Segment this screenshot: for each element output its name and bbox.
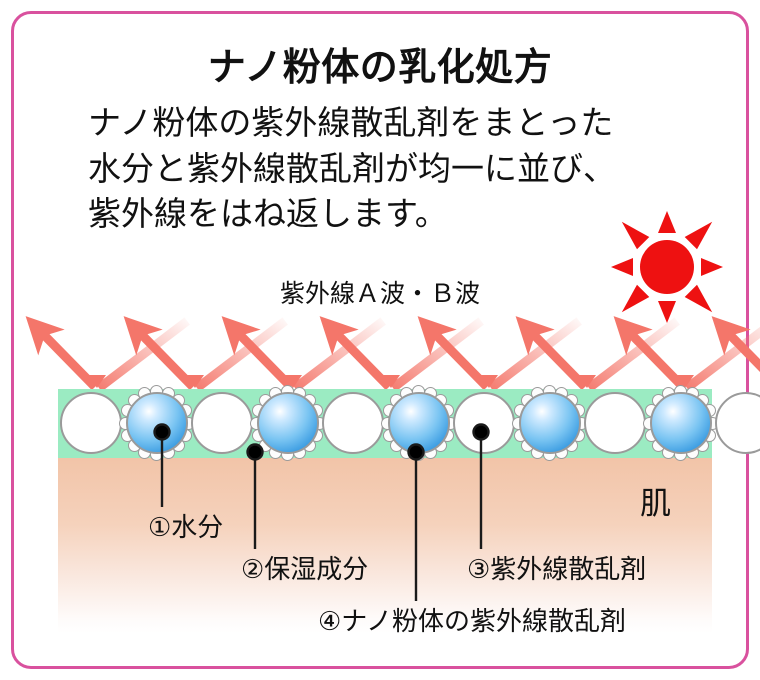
reflected-uv-ray — [221, 316, 295, 391]
description-line-2: 水分と紫外線散乱剤が均一に並び、 — [88, 148, 616, 188]
uv-ray-label: 紫外線Ａ波・Ｂ波 — [279, 279, 480, 308]
callout-label-uv-scatterer: ③紫外線散乱剤 — [467, 555, 647, 585]
reflected-uv-ray — [711, 316, 760, 372]
uv-scatterer-particle — [256, 392, 319, 454]
water-droplet-particle — [453, 392, 515, 454]
water-droplet-particle — [191, 392, 253, 454]
description-line-3: 紫外線をはね返します。 — [88, 194, 448, 234]
callout-label-moisturizer: ②保湿成分 — [241, 555, 369, 585]
callout-label-nano-uv-scatterer: ④ナノ粉体の紫外線散乱剤 — [318, 607, 627, 637]
uv-scatterer-particle — [649, 392, 712, 454]
reflected-uv-ray — [613, 316, 687, 391]
page-title: ナノ粉体の乳化処方 — [207, 45, 553, 89]
skin-layer — [58, 458, 712, 633]
description-text: ナノ粉体の紫外線散乱剤をまとった 水分と紫外線散乱剤が均一に並び、 紫外線をはね… — [88, 100, 708, 237]
reflected-uv-ray — [319, 316, 393, 391]
reflected-uv-ray — [123, 316, 197, 391]
reflected-uv-ray — [417, 316, 491, 391]
reflected-uv-ray — [25, 316, 99, 391]
uv-scatterer-particle — [125, 392, 188, 454]
particle-band — [58, 385, 760, 461]
uv-scatterer-particle — [518, 392, 581, 454]
callout-label-water: ①水分 — [148, 513, 224, 543]
water-droplet-particle — [322, 392, 384, 454]
water-droplet-particle — [715, 392, 760, 454]
reflected-uv-ray — [515, 316, 589, 391]
description-line-1: ナノ粉体の紫外線散乱剤をまとった — [88, 103, 614, 142]
skin-label: 肌 — [640, 486, 671, 522]
